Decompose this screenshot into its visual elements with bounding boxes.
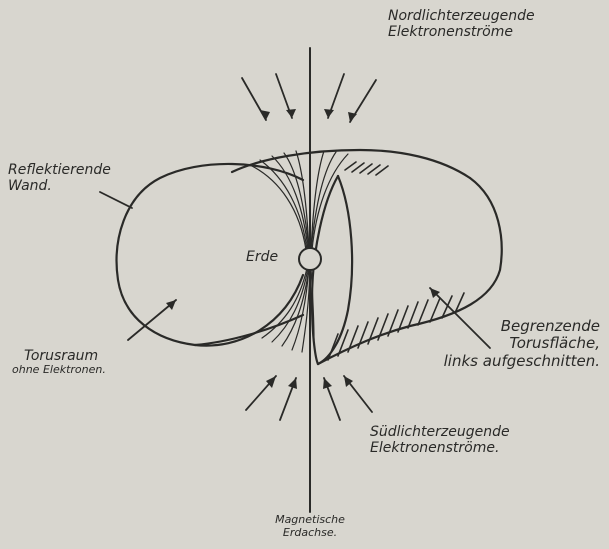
leader-torusraum-head: [166, 300, 176, 310]
label-begrenzende-line3: links aufgeschnitten.: [420, 353, 600, 370]
leader-wall: [100, 192, 132, 208]
torus-bottom-lip: [195, 315, 303, 345]
right-cut-section-front: [318, 176, 352, 364]
label-torusraum-line2: ohne Elektronen.: [12, 364, 106, 377]
upper-arrowheads: [260, 109, 357, 122]
label-nord-line1: Nordlichterzeugende: [388, 8, 535, 24]
label-begrenzende: Begrenzende Torusfläche, links aufgeschn…: [420, 318, 600, 370]
lower-funnel-lines: [262, 268, 314, 352]
upper-funnel-lines: [250, 151, 348, 250]
label-wand-line1: Reflektierende: [8, 162, 111, 178]
label-achse-line1: Magnetische: [268, 514, 352, 527]
label-achse: Magnetische Erdachse.: [268, 514, 352, 539]
label-nord: Nordlichterzeugende Elektronenströme: [388, 8, 535, 40]
torus-top-edge: [232, 150, 470, 178]
label-erde: Erde: [246, 249, 278, 265]
label-begrenzende-line1: Begrenzende: [420, 318, 600, 335]
label-torusraum: Torusraum ohne Elektronen.: [24, 348, 106, 377]
label-torusraum-line1: Torusraum: [24, 348, 106, 364]
label-begrenzende-line2: Torusfläche,: [420, 335, 600, 352]
label-sued-line1: Südlichterzeugende: [370, 424, 510, 440]
label-achse-line2: Erdachse.: [268, 527, 352, 540]
label-sued: Südlichterzeugende Elektronenströme.: [370, 424, 510, 456]
label-sued-line2: Elektronenströme.: [370, 440, 510, 456]
label-wand: Reflektierende Wand.: [8, 162, 111, 194]
label-wand-line2: Wand.: [8, 178, 111, 194]
earth-circle: [299, 248, 321, 270]
right-cut-section: [312, 176, 338, 364]
upper-hatching: [345, 162, 388, 175]
label-nord-line2: Elektronenströme: [388, 24, 535, 40]
